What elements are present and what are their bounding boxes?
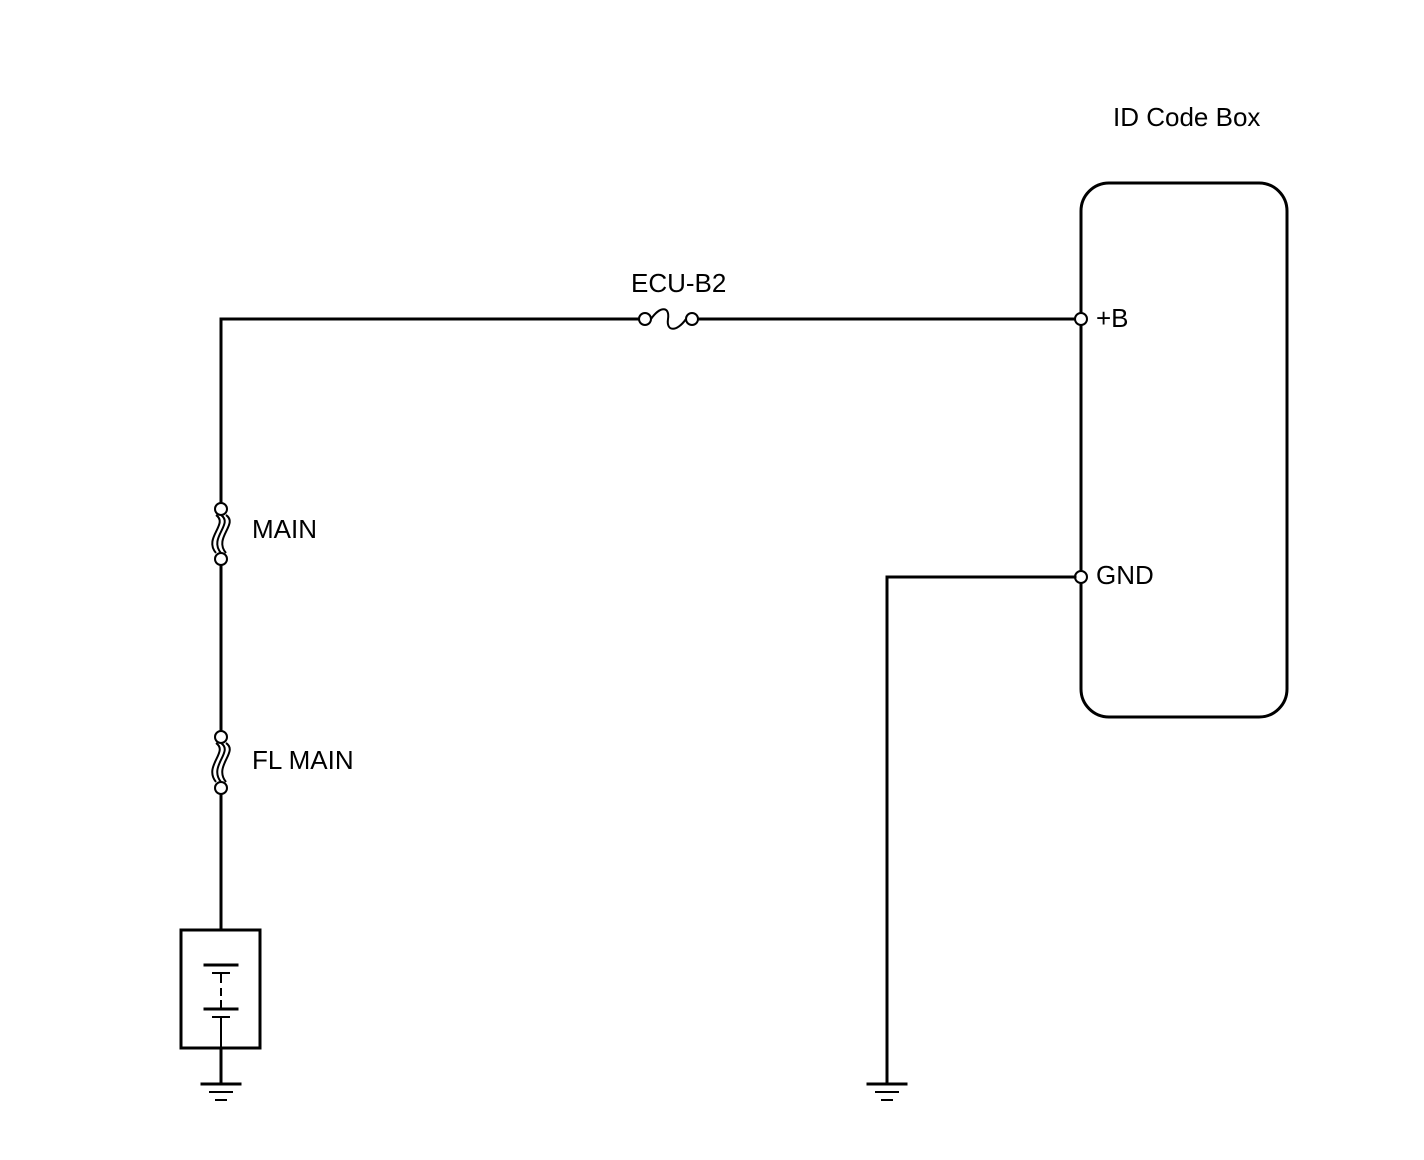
ground-icon xyxy=(866,1082,908,1101)
fusible-link-icon: MAIN xyxy=(211,502,317,566)
terminal-ground: GND xyxy=(1074,560,1154,590)
fuse-label-ecu-b2: ECU-B2 xyxy=(631,268,726,298)
fuse-label-main: MAIN xyxy=(252,514,317,544)
ground-circuit xyxy=(885,575,1077,1085)
terminal-power: +B xyxy=(1074,303,1129,333)
fuse-icon: ECU-B2 xyxy=(631,268,726,330)
battery-icon xyxy=(179,928,262,1050)
fuse-label-fl-main: FL MAIN xyxy=(252,745,354,775)
id-code-box-outline xyxy=(1079,181,1289,719)
terminal-label-power: +B xyxy=(1096,303,1129,333)
ground-icon xyxy=(200,1082,242,1101)
id-code-box-title: ID Code Box xyxy=(1113,102,1260,132)
id-code-box: ID Code Box xyxy=(1079,102,1289,719)
terminal-label-ground: GND xyxy=(1096,560,1154,590)
power-circuit xyxy=(219,317,1077,1085)
fusible-link-icon: FL MAIN xyxy=(211,730,354,795)
